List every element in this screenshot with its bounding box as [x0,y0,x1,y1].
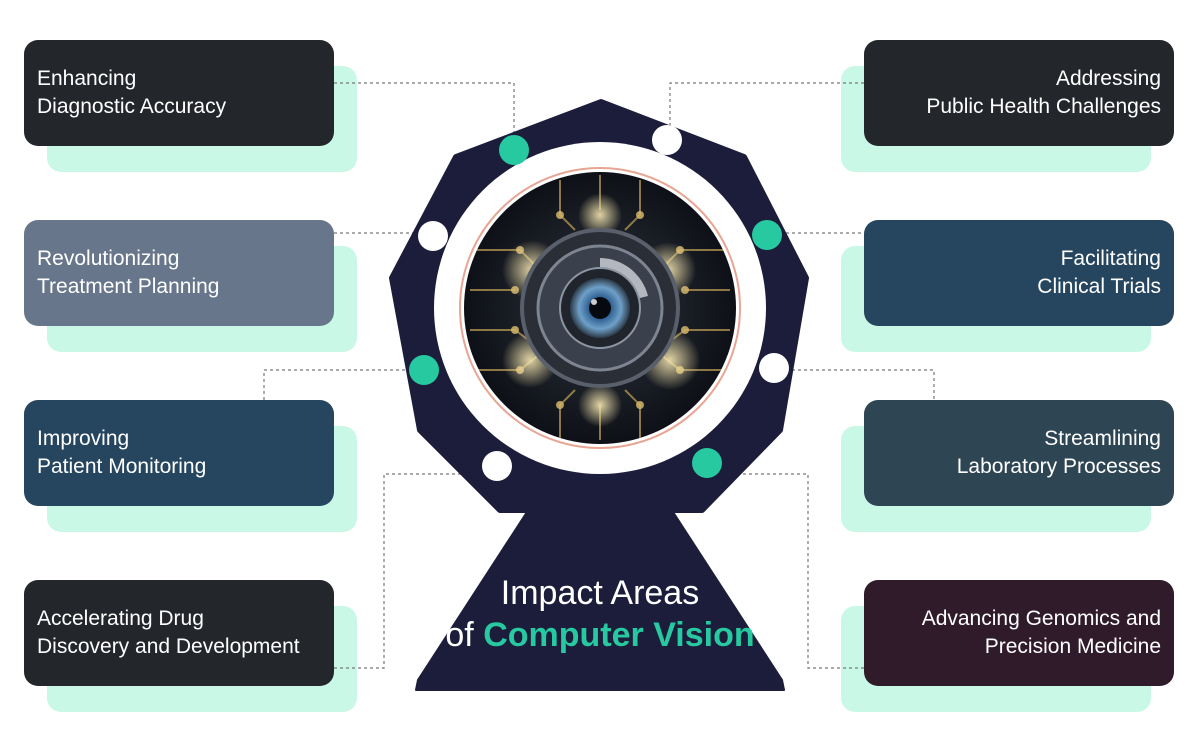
card-label-line-1: Streamlining [1044,427,1161,450]
card-streamlining-laboratory-processes: Streamlining Laboratory Processes [864,400,1174,506]
connector-line [774,369,935,400]
card-label-line-2: Precision Medicine [984,635,1161,658]
title-line-2: of Computer Vision [420,614,780,656]
card-label-line-2: Public Health Challenges [926,95,1161,118]
card-label-line-1: Accelerating Drug [37,607,204,630]
node-dot [418,221,448,251]
node-dot [692,448,722,478]
card-label-line-1: Facilitating [1060,247,1161,270]
connector-line [707,473,864,669]
card-label-line-1: Advancing Genomics and [921,607,1161,630]
card-label-line-1: Revolutionizing [37,247,180,270]
card-label-line-2: Treatment Planning [37,275,220,298]
diagram-title: Impact Areas of Computer Vision [420,572,780,656]
node-dot [759,353,789,383]
card-label-line-1: Enhancing [37,67,137,90]
card-improving-patient-monitoring: Improving Patient Monitoring [24,400,334,506]
title-prefix: of [445,616,474,654]
connector-line [334,82,515,150]
card-revolutionizing-treatment-planning: Revolutionizing Treatment Planning [24,220,334,326]
node-dot [482,451,512,481]
title-highlight: Computer Vision [483,616,755,654]
ring-nodes [409,125,789,481]
node-dot [499,135,529,165]
card-enhancing-diagnostic-accuracy: Enhancing Diagnostic Accuracy [24,40,334,146]
card-label-line-2: Diagnostic Accuracy [37,95,227,118]
card-label-line-2: Laboratory Processes [956,455,1161,478]
card-facilitating-clinical-trials: Facilitating Clinical Trials [864,220,1174,326]
connector-line [669,82,864,140]
connector-line [334,473,497,669]
card-accelerating-drug-discovery: Accelerating Drug Discovery and Developm… [24,580,334,686]
card-label-line-1: Addressing [1055,67,1161,90]
node-dot [652,125,682,155]
card-label-line-1: Improving [37,427,130,450]
hub-ring-inner [459,167,741,449]
card-label-line-2: Clinical Trials [1037,275,1161,298]
card-advancing-genomics: Advancing Genomics and Precision Medicin… [864,580,1174,686]
robotic-eye-image [464,172,736,444]
node-dot [409,355,439,385]
card-label-line-2: Patient Monitoring [37,455,207,478]
card-label-line-2: Discovery and Development [37,635,300,658]
title-line-1: Impact Areas [500,574,700,612]
node-dot [752,220,782,250]
connector-line [263,369,424,400]
connector-lines [263,82,935,669]
card-addressing-public-health: Addressing Public Health Challenges [864,40,1174,146]
